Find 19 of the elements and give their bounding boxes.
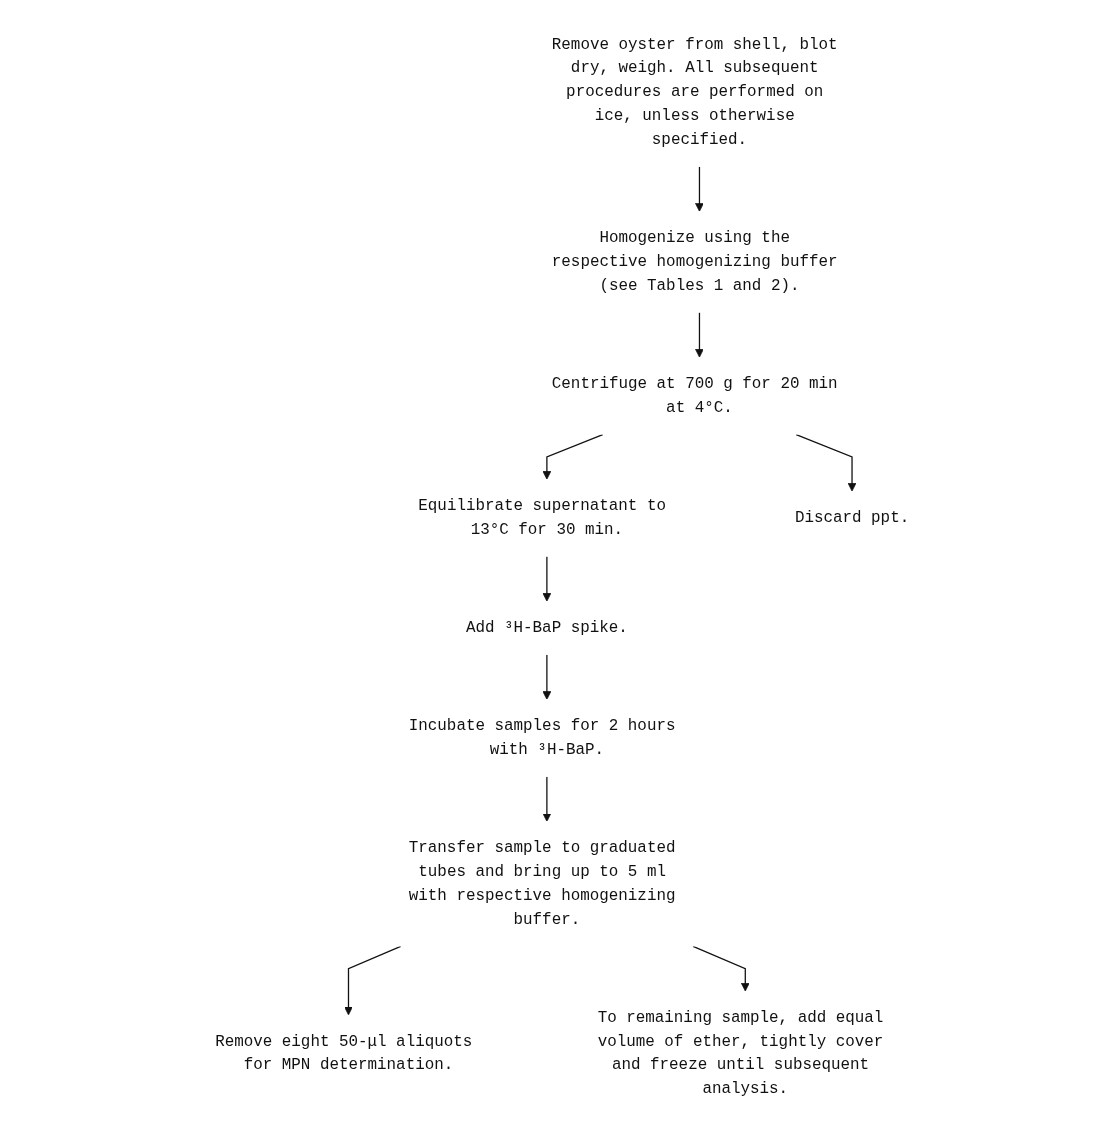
- node-text: Equilibrate supernatant to 13°C for 30 min.: [418, 497, 667, 539]
- node-text: Add ³H-BaP spike.: [465, 619, 628, 637]
- arrow: [542, 654, 552, 700]
- arrow: [695, 311, 704, 358]
- node-text: Incubate samples for 2 hours with ³H-BaP.: [408, 717, 676, 759]
- arrow: [344, 945, 402, 1016]
- arrow: [692, 945, 750, 992]
- node-text: Homogenize using the respective homogenizing buffer (see Tables 1 and 2).: [551, 229, 838, 295]
- node-text: Transfer sample to graduated tubes and bring up to 5 ml with respective homogenizing buffer.: [408, 839, 676, 929]
- node-text: Remove eight 50-μl aliquots for MPN determination.: [215, 1032, 473, 1075]
- node-text: Remove oyster from shell, blot dry, weigh. All subsequent procedures are performed on ice, unless otherwise specified.: [551, 35, 838, 149]
- node-text: Discard ppt.: [794, 508, 910, 527]
- arrow: [542, 776, 552, 822]
- arrow: [795, 433, 857, 492]
- node-text: To remaining sample, add equal volume of ether, tightly cover and freeze until subsequent analysis.: [597, 1008, 884, 1099]
- node-text: Centrifuge at 700 g for 20 min at 4°C.: [551, 375, 838, 417]
- arrow: [542, 433, 604, 480]
- arrow: [695, 166, 704, 212]
- arrow: [542, 555, 552, 602]
